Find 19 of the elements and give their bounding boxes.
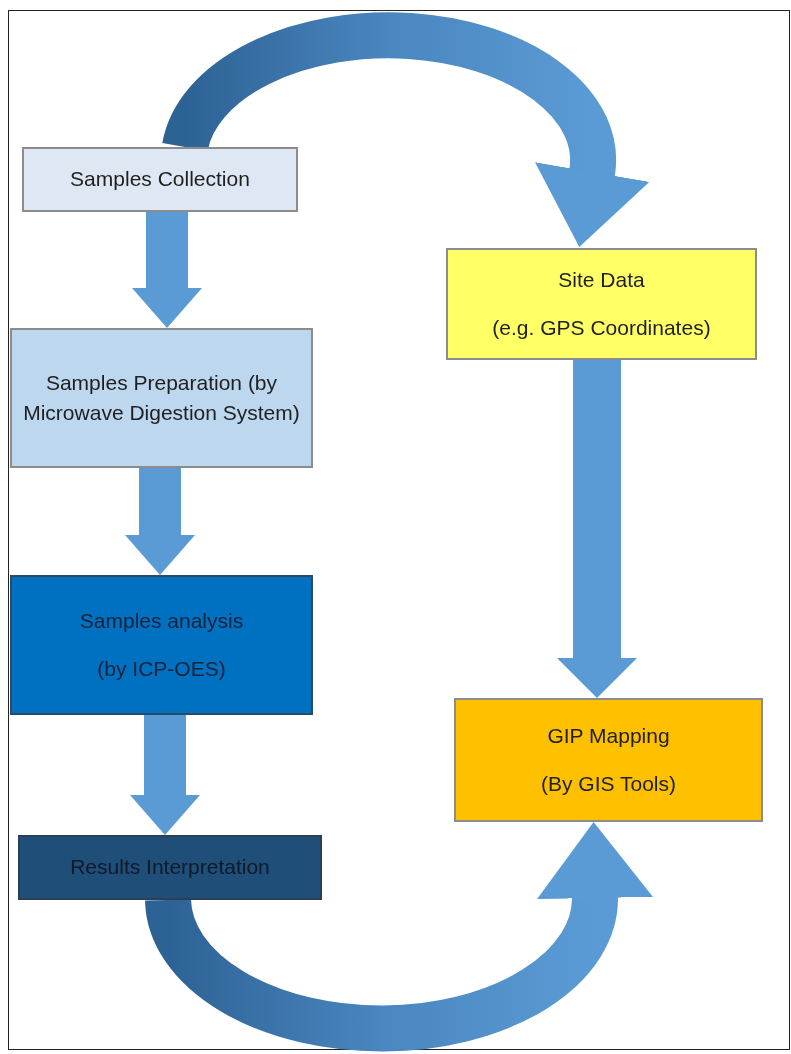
process-box [10,328,313,468]
process-box [446,248,757,360]
box-label: GIP Mapping [547,722,670,749]
box-label: (by ICP-OES) [97,656,226,682]
block-arrow [130,715,200,835]
box-label: Results Interpretation [70,854,270,881]
box-label: (By GIS Tools) [541,771,676,797]
block-arrow [557,360,637,698]
block-arrow [132,212,202,328]
process-box [454,698,763,822]
process-box [10,575,313,715]
box-label: (e.g. GPS Coordinates) [492,315,711,341]
box-label: Samples Preparation (by Microwave Digestion System) [22,369,301,426]
box-label: Site Data [558,266,645,293]
process-box [18,835,322,900]
box-label: Samples Collection [70,166,250,193]
process-box [22,147,298,212]
block-arrow [125,468,195,575]
box-label: Samples analysis [79,607,244,634]
